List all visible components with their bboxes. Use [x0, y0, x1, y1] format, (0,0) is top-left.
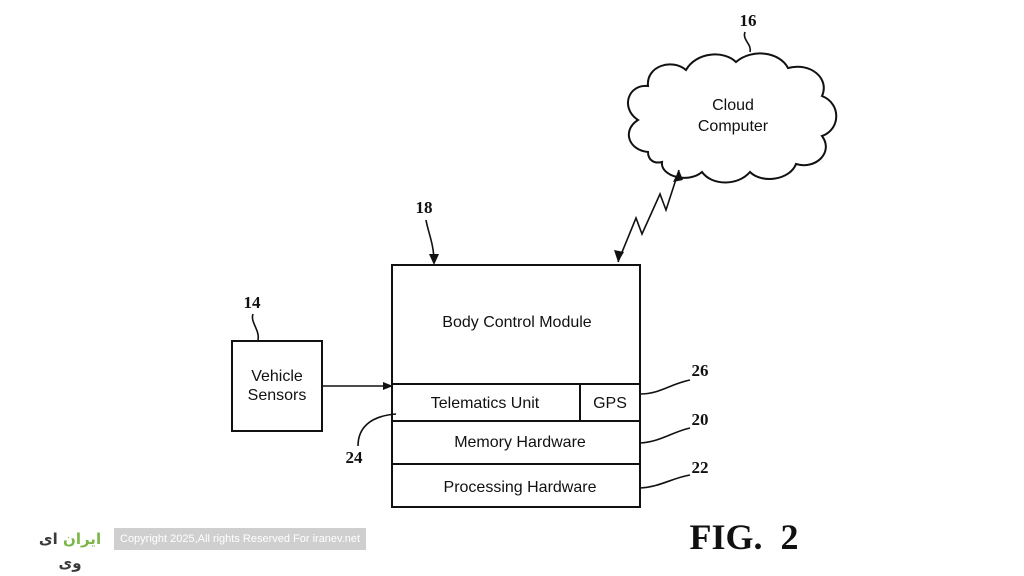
watermark-copyright: Copyright 2025,All rights Reserved For i…	[114, 528, 366, 550]
gps-label: GPS	[593, 395, 627, 412]
figure-label: FIG. 2	[689, 517, 798, 557]
ref-label-26: 26	[692, 361, 709, 380]
processing-hardware-label: Processing Hardware	[444, 479, 597, 496]
ref-18-arrowhead-icon	[429, 254, 439, 265]
vehicle-sensors-label-line2: Sensors	[248, 387, 307, 404]
ref-label-16: 16	[740, 11, 757, 30]
ref-label-14: 14	[244, 293, 262, 312]
cloud-label-line1: Cloud	[712, 97, 754, 114]
cloud-label-line2: Computer	[698, 118, 769, 135]
ref-label-22: 22	[692, 458, 709, 477]
wireless-link-icon	[618, 170, 679, 262]
body-control-module-title: Body Control Module	[442, 314, 592, 331]
ref-16-leader	[744, 32, 750, 52]
ref-14-leader	[252, 314, 258, 340]
ref-label-20: 20	[692, 410, 709, 429]
ref-24-leader	[358, 414, 396, 446]
watermark-brand-logo: ایران ای وی	[30, 527, 110, 551]
vehicle-sensors-box	[232, 341, 322, 431]
memory-hardware-label: Memory Hardware	[454, 434, 586, 451]
watermark-brand-main: ایران	[63, 530, 101, 548]
ref-22-leader	[640, 475, 690, 488]
vehicle-sensors-label-line1: Vehicle	[251, 368, 303, 385]
wireless-arrow-down-icon	[614, 250, 624, 262]
ref-label-24: 24	[346, 448, 364, 467]
ref-20-leader	[640, 428, 690, 443]
body-control-module-box	[392, 265, 640, 507]
ref-26-leader	[640, 380, 690, 394]
telematics-unit-label: Telematics Unit	[431, 395, 540, 412]
ref-label-18: 18	[416, 198, 433, 217]
